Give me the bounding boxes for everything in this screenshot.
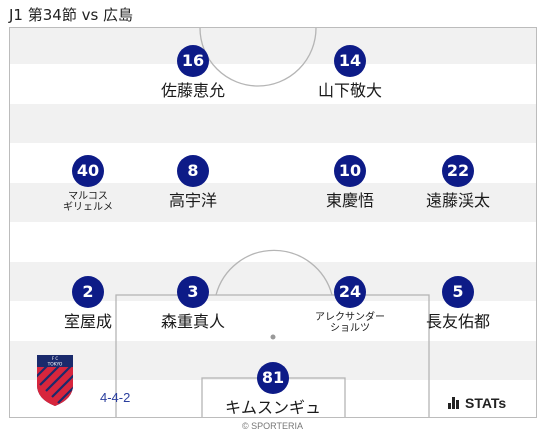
player-card[interactable]: 22 遠藤渓太	[393, 155, 523, 210]
player-number: 14	[334, 45, 366, 77]
formation-label: 4-4-2	[100, 390, 131, 405]
player-card[interactable]: 5 長友佑都	[393, 276, 523, 331]
player-card[interactable]: 40 マルコス ギリェルメ	[23, 155, 153, 213]
player-name: マルコス ギリェルメ	[63, 191, 113, 213]
copyright: © SPORTERIA	[242, 421, 303, 431]
player-card[interactable]: 8 高宇洋	[128, 155, 258, 210]
player-name: 森重真人	[160, 312, 225, 331]
player-number: 5	[442, 276, 474, 308]
player-name: 長友佑都	[425, 312, 490, 331]
bar-chart-icon	[448, 397, 460, 409]
crest-bottom-text: TOKYO	[47, 362, 63, 368]
player-name: 遠藤渓太	[425, 191, 490, 210]
stats-logo: STATs	[448, 395, 506, 411]
penalty-spot	[270, 334, 276, 340]
player-card[interactable]: 16 佐藤恵允	[128, 45, 258, 100]
penalty-box	[115, 294, 430, 417]
player-name: 山下敬大	[317, 81, 382, 100]
player-card[interactable]: 3 森重真人	[128, 276, 258, 331]
player-name: 高宇洋	[168, 191, 217, 210]
player-number: 81	[257, 362, 289, 394]
pitch-stripe	[10, 104, 536, 143]
player-number: 3	[177, 276, 209, 308]
team-crest-logo: F C TOKYO	[37, 355, 73, 406]
player-number: 10	[334, 155, 366, 187]
pitch-stripe	[10, 28, 536, 64]
match-title: J1 第34節 vs 広島	[9, 6, 134, 24]
player-name: アレクサンダー ショルツ	[315, 312, 385, 334]
player-number: 22	[442, 155, 474, 187]
player-name: キムスンギュ	[224, 398, 321, 417]
brand-label: STATs	[465, 395, 507, 411]
player-card[interactable]: 14 山下敬大	[285, 45, 415, 100]
player-card[interactable]: 81 キムスンギュ	[208, 362, 338, 417]
player-number: 16	[177, 45, 209, 77]
player-card[interactable]: 24 アレクサンダー ショルツ	[285, 276, 415, 334]
player-name: 佐藤恵允	[160, 81, 225, 100]
player-number: 24	[334, 276, 366, 308]
player-name: 東慶悟	[325, 191, 374, 210]
penalty-arc	[215, 249, 333, 296]
pitch-stripe	[10, 183, 536, 222]
player-card[interactable]: 10 東慶悟	[285, 155, 415, 210]
player-number: 40	[72, 155, 104, 187]
pitch	[9, 27, 537, 418]
player-name: 室屋成	[63, 312, 112, 331]
crest-top-text: F C	[52, 356, 59, 361]
player-card[interactable]: 2 室屋成	[23, 276, 153, 331]
player-number: 2	[72, 276, 104, 308]
player-number: 8	[177, 155, 209, 187]
pitch-markings	[115, 28, 430, 417]
